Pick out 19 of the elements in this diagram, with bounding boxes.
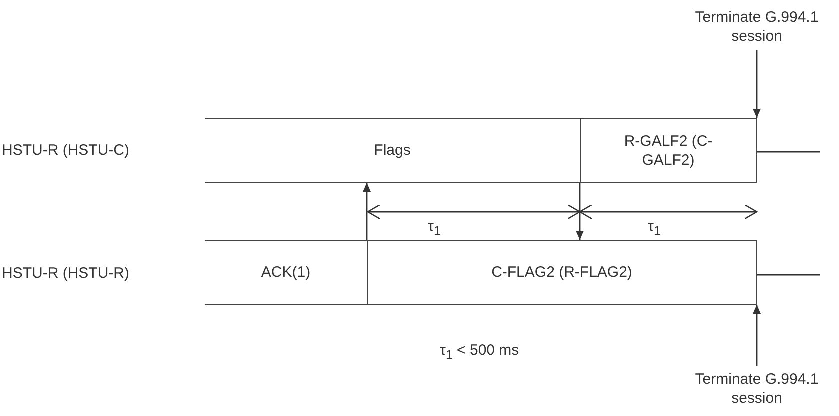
- arrow: [753, 50, 761, 118]
- arrow: [363, 183, 371, 240]
- segment-label: R-GALF2 (C-GALF2): [623, 132, 714, 170]
- event-label: Terminate G.994.1 session: [694, 370, 820, 408]
- segment-label: C-FLAG2 (R-FLAG2): [492, 263, 632, 282]
- duration-label: τ$_{1}$: [648, 218, 661, 238]
- arrow: [576, 183, 584, 240]
- duration-label: τ$_{1}$: [428, 218, 441, 238]
- segment-label: Flags: [374, 141, 411, 160]
- row-label: HSTU-R (HSTU-R): [2, 265, 130, 282]
- event-label: Terminate G.994.1 session: [694, 8, 820, 46]
- row-label: HSTU-R (HSTU-C): [2, 142, 130, 159]
- arrow: [753, 305, 761, 366]
- segment-label: ACK(1): [261, 263, 311, 282]
- signal-segment: [367, 240, 757, 305]
- signal-segment: [580, 118, 757, 183]
- timing-note: τ$_{1}$ < 500 ms: [440, 342, 520, 362]
- signal-segment: [205, 118, 580, 183]
- signal-segment: [205, 240, 367, 305]
